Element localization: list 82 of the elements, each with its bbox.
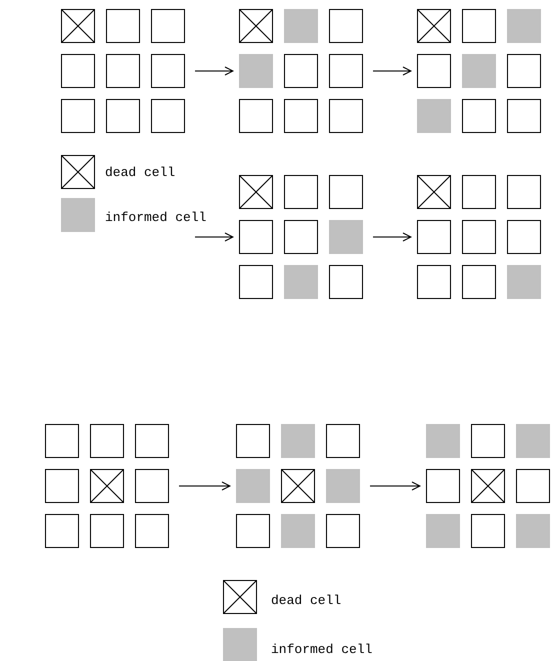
dead-cell bbox=[471, 469, 505, 503]
empty-cell bbox=[239, 99, 273, 133]
empty-cell bbox=[106, 99, 140, 133]
informed-cell bbox=[284, 9, 318, 43]
empty-cell bbox=[61, 54, 95, 88]
legend-label: dead cell bbox=[105, 165, 176, 181]
informed-cell bbox=[462, 54, 496, 88]
empty-cell bbox=[507, 54, 541, 88]
arrow bbox=[194, 66, 234, 76]
dead-cell bbox=[239, 175, 273, 209]
empty-cell bbox=[329, 9, 363, 43]
empty-cell bbox=[516, 469, 550, 503]
arrow bbox=[178, 482, 230, 490]
empty-cell bbox=[45, 424, 79, 458]
informed-cell bbox=[284, 265, 318, 299]
empty-cell bbox=[151, 9, 185, 43]
informed-cell bbox=[426, 424, 460, 458]
informed-cell bbox=[516, 424, 550, 458]
informed-cell bbox=[426, 514, 460, 548]
empty-cell bbox=[284, 175, 318, 209]
empty-cell bbox=[106, 54, 140, 88]
empty-cell bbox=[284, 54, 318, 88]
empty-cell bbox=[326, 424, 360, 458]
empty-cell bbox=[135, 424, 169, 458]
empty-cell bbox=[462, 99, 496, 133]
empty-cell bbox=[236, 514, 270, 548]
empty-cell bbox=[471, 424, 505, 458]
informed-cell bbox=[281, 424, 315, 458]
empty-cell bbox=[284, 220, 318, 254]
empty-cell bbox=[61, 99, 95, 133]
empty-cell bbox=[151, 54, 185, 88]
dead-cell bbox=[417, 175, 451, 209]
empty-cell bbox=[90, 514, 124, 548]
informed-cell bbox=[329, 220, 363, 254]
empty-cell bbox=[462, 175, 496, 209]
empty-cell bbox=[239, 220, 273, 254]
dead-cell bbox=[90, 469, 124, 503]
informed-cell bbox=[281, 514, 315, 548]
empty-cell bbox=[426, 469, 460, 503]
empty-cell bbox=[462, 265, 496, 299]
legend-label: informed cell bbox=[271, 642, 372, 658]
informed-cell bbox=[239, 54, 273, 88]
empty-cell bbox=[507, 220, 541, 254]
arrow bbox=[372, 66, 412, 76]
empty-cell bbox=[326, 514, 360, 548]
empty-cell bbox=[329, 99, 363, 133]
empty-cell bbox=[135, 514, 169, 548]
informed-cell bbox=[507, 265, 541, 299]
dead-cell bbox=[239, 9, 273, 43]
empty-cell bbox=[329, 54, 363, 88]
dead-cell bbox=[417, 9, 451, 43]
dead-cell bbox=[61, 9, 95, 43]
informed-cell bbox=[516, 514, 550, 548]
empty-cell bbox=[417, 54, 451, 88]
arrow bbox=[194, 232, 234, 242]
informed-cell bbox=[417, 99, 451, 133]
informed-cell bbox=[507, 9, 541, 43]
empty-cell bbox=[417, 265, 451, 299]
empty-cell bbox=[236, 424, 270, 458]
empty-cell bbox=[239, 265, 273, 299]
empty-cell bbox=[329, 175, 363, 209]
informed-cell bbox=[326, 469, 360, 503]
empty-cell bbox=[45, 469, 79, 503]
empty-cell bbox=[135, 469, 169, 503]
empty-cell bbox=[329, 265, 363, 299]
empty-cell bbox=[284, 99, 318, 133]
empty-cell bbox=[462, 9, 496, 43]
arrow bbox=[370, 482, 420, 490]
empty-cell bbox=[151, 99, 185, 133]
empty-cell bbox=[90, 424, 124, 458]
empty-cell bbox=[507, 99, 541, 133]
arrow bbox=[372, 232, 412, 242]
empty-cell bbox=[471, 514, 505, 548]
empty-cell bbox=[462, 220, 496, 254]
legend-label: informed cell bbox=[105, 210, 206, 226]
empty-cell bbox=[507, 175, 541, 209]
empty-cell bbox=[417, 220, 451, 254]
empty-cell bbox=[106, 9, 140, 43]
dead-cell bbox=[281, 469, 315, 503]
informed-cell bbox=[236, 469, 270, 503]
empty-cell bbox=[45, 514, 79, 548]
legend-label: dead cell bbox=[271, 593, 342, 609]
